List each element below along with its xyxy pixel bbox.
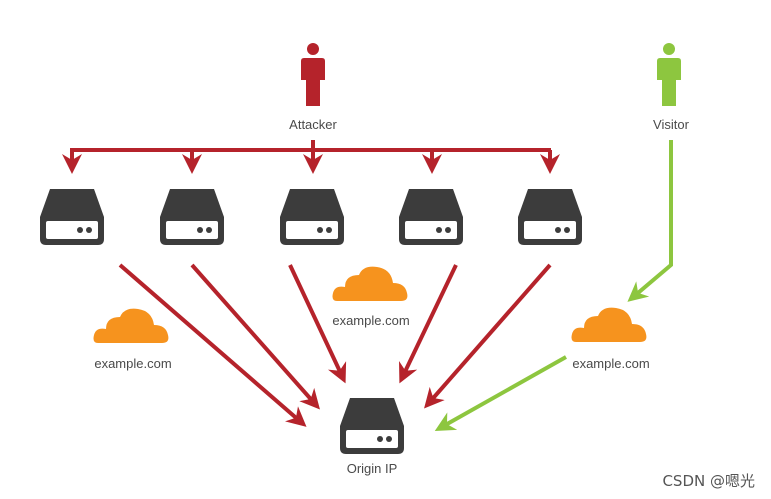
cloud-icon-middle — [332, 266, 408, 301]
bot-server-icon-2 — [160, 189, 224, 245]
visitor-person-icon — [657, 43, 681, 106]
cloud-middle-label: example.com — [332, 313, 410, 328]
origin-server-icon — [340, 398, 404, 454]
bot-server-icon-3 — [280, 189, 344, 245]
attacker-distribution-lines — [62, 140, 560, 174]
watermark: CSDN @嗯光 — [662, 472, 755, 490]
cloud-left-label: example.com — [94, 356, 172, 371]
origin-ip-label: Origin IP — [346, 461, 398, 476]
cloud-right-label: example.com — [572, 356, 650, 371]
visitor-arrows — [434, 140, 673, 431]
cloud-icon-left — [93, 308, 169, 343]
attacker-person-icon — [301, 43, 325, 106]
bot-server-icon-4 — [399, 189, 463, 245]
attacker-label: Attacker — [289, 117, 337, 132]
bot-server-icon-5 — [518, 189, 582, 245]
bot-server-icon-1 — [40, 189, 104, 245]
visitor-label: Visitor — [653, 117, 689, 132]
cloud-icon-right — [571, 307, 647, 342]
attack-arrows — [118, 263, 552, 427]
